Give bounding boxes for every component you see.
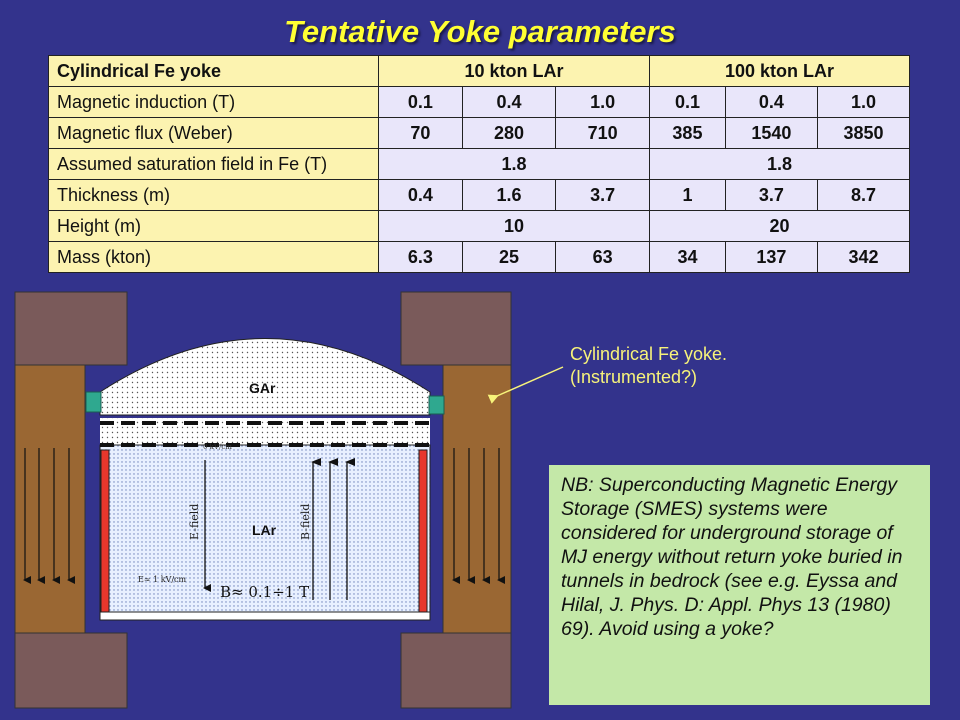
right-support: [428, 395, 445, 415]
table-cell: 8.7: [816, 179, 911, 211]
right-return-field-arrows: [452, 448, 505, 584]
table-cell: 34: [649, 241, 726, 273]
table-cell: 137: [724, 241, 818, 273]
table-cell: 0.4: [461, 86, 557, 118]
table-cell: 63: [555, 241, 650, 273]
table-cell: 710: [555, 117, 650, 149]
table-cell: 0.4: [378, 179, 463, 211]
bfield-label: B-field: [299, 504, 312, 540]
detector-yoke-diagram: 0 kV/cm E-field E≈ 1 kV/cm B-field B≈ 0.…: [14, 291, 564, 709]
bottom-left-block: [14, 632, 128, 709]
efield-value: E≈ 1 kV/cm: [138, 575, 187, 584]
table-row: Mass (kton) 6.3 25 63 34 137 342: [48, 241, 911, 273]
table-row: Height (m) 10 20: [48, 210, 910, 242]
table-cell: 0.1: [378, 86, 463, 118]
table-cell: 20: [649, 210, 910, 242]
liquid-label: LAr: [252, 522, 277, 538]
left-return-field-arrows: [23, 448, 75, 584]
yoke-callout: Cylindrical Fe yoke. (Instrumented?): [570, 343, 727, 389]
yoke-parameters-table: Cylindrical Fe yoke 10 kton LAr 100 kton…: [48, 55, 911, 273]
table-cell: 1.6: [461, 179, 557, 211]
liquid-argon-volume: [99, 444, 431, 618]
header-100kton: 100 kton LAr: [649, 55, 910, 87]
table-cell: 3.7: [724, 179, 818, 211]
table-cell: 385: [649, 117, 726, 149]
callout-line-1: Cylindrical Fe yoke.: [570, 344, 728, 364]
top-left-block: [14, 291, 128, 366]
header-label: Cylindrical Fe yoke: [48, 55, 379, 87]
table-row: Assumed saturation field in Fe (T) 1.8 1…: [48, 148, 910, 180]
table-row: Magnetic induction (T) 0.1 0.4 1.0 0.1 0…: [48, 86, 911, 118]
callout-arrow: [487, 366, 564, 404]
cryostat-floor: [99, 611, 431, 621]
gas-argon-dome: [99, 338, 431, 416]
top-right-block: [400, 291, 512, 366]
table-cell: 1.0: [816, 86, 911, 118]
gas-label: GAr: [249, 380, 276, 396]
bfield-arrows: [311, 458, 355, 600]
table-cell: 0.4: [724, 86, 818, 118]
table-cell: 3850: [816, 117, 911, 149]
right-coil: [418, 449, 428, 615]
slide-title: Tentative Yoke parameters: [284, 14, 676, 49]
callout-line-2: (Instrumented?): [570, 367, 698, 387]
header-10kton: 10 kton LAr: [378, 55, 650, 87]
level-label: 0 kV/cm: [203, 443, 232, 451]
table-row: Thickness (m) 0.4 1.6 3.7 1 3.7 8.7: [48, 179, 911, 211]
table-cell: 10: [378, 210, 650, 242]
table-cell: 70: [378, 117, 463, 149]
table-cell: 280: [461, 117, 557, 149]
table-cell: 1.0: [555, 86, 650, 118]
table-cell: 3.7: [555, 179, 650, 211]
bottom-right-block: [400, 632, 512, 709]
left-yoke-wall: [14, 364, 86, 634]
row-label: Height (m): [48, 210, 379, 242]
table-cell: 1540: [724, 117, 818, 149]
efield-label: E-field: [188, 504, 201, 540]
table-row: Magnetic flux (Weber) 70 280 710 385 154…: [48, 117, 911, 149]
table-cell: 1.8: [378, 148, 650, 180]
table-cell: 6.3: [378, 241, 463, 273]
row-label: Assumed saturation field in Fe (T): [48, 148, 379, 180]
right-yoke-wall: [442, 364, 512, 634]
table-cell: 1.8: [649, 148, 910, 180]
table-header-row: Cylindrical Fe yoke 10 kton LAr 100 kton…: [48, 55, 910, 87]
left-support: [85, 391, 102, 413]
row-label: Thickness (m): [48, 179, 379, 211]
table-cell: 342: [816, 241, 911, 273]
row-label: Magnetic induction (T): [48, 86, 379, 118]
table-cell: 0.1: [649, 86, 726, 118]
bfield-value: B≈ 0.1÷1 T: [220, 583, 309, 601]
table-cell: 25: [461, 241, 557, 273]
table-cell: 1: [649, 179, 726, 211]
row-label: Magnetic flux (Weber): [48, 117, 379, 149]
smes-note-box: NB: Superconducting Magnetic Energy Stor…: [549, 465, 930, 705]
left-coil: [100, 449, 110, 615]
row-label: Mass (kton): [48, 241, 379, 273]
